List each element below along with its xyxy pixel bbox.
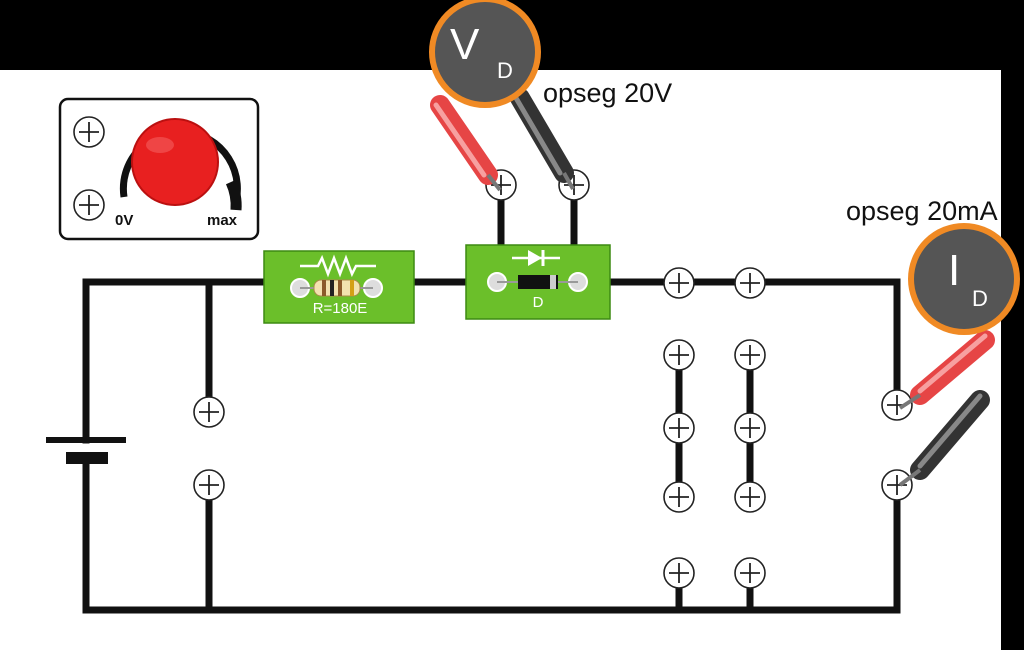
- terminal[interactable]: [734, 339, 766, 371]
- diode-module: [465, 244, 611, 320]
- resistor-module: [263, 250, 415, 324]
- ammeter-symbol: I: [948, 246, 961, 295]
- voltmeter-red-probe[interactable]: [430, 95, 502, 192]
- knob-min-label: 0V: [115, 212, 134, 229]
- terminal[interactable]: [193, 396, 225, 428]
- ammeter-terminal-bottom[interactable]: [881, 469, 913, 501]
- diode-label: D: [532, 294, 544, 311]
- terminal[interactable]: [734, 557, 766, 589]
- supply-terminal-bottom[interactable]: [73, 189, 105, 221]
- voltmeter-black-probe[interactable]: [510, 88, 575, 190]
- ammeter-red-probe[interactable]: [898, 330, 995, 410]
- ammeter-range-label: opseg 20mA: [846, 196, 998, 226]
- terminal[interactable]: [734, 481, 766, 513]
- knob-max-label: max: [207, 212, 238, 229]
- supply-terminal-top[interactable]: [73, 116, 105, 148]
- terminal[interactable]: [193, 469, 225, 501]
- terminal[interactable]: [663, 557, 695, 589]
- resistor-label: R=180E: [312, 300, 368, 317]
- ammeter-black-probe[interactable]: [898, 390, 990, 487]
- voltmeter-icon: [429, 0, 541, 108]
- voltmeter-range-label: opseg 20V: [543, 78, 673, 108]
- voltmeter-symbol: V: [450, 20, 480, 69]
- battery-symbol: [46, 437, 126, 464]
- terminal[interactable]: [663, 267, 695, 299]
- terminal[interactable]: [734, 267, 766, 299]
- terminal[interactable]: [734, 412, 766, 444]
- ammeter-subscript: D: [972, 286, 988, 311]
- terminal[interactable]: [663, 412, 695, 444]
- voltage-knob[interactable]: [131, 118, 219, 206]
- ammeter-icon: [908, 223, 1020, 335]
- terminal[interactable]: [663, 481, 695, 513]
- terminal[interactable]: [663, 339, 695, 371]
- voltmeter-subscript: D: [497, 58, 513, 83]
